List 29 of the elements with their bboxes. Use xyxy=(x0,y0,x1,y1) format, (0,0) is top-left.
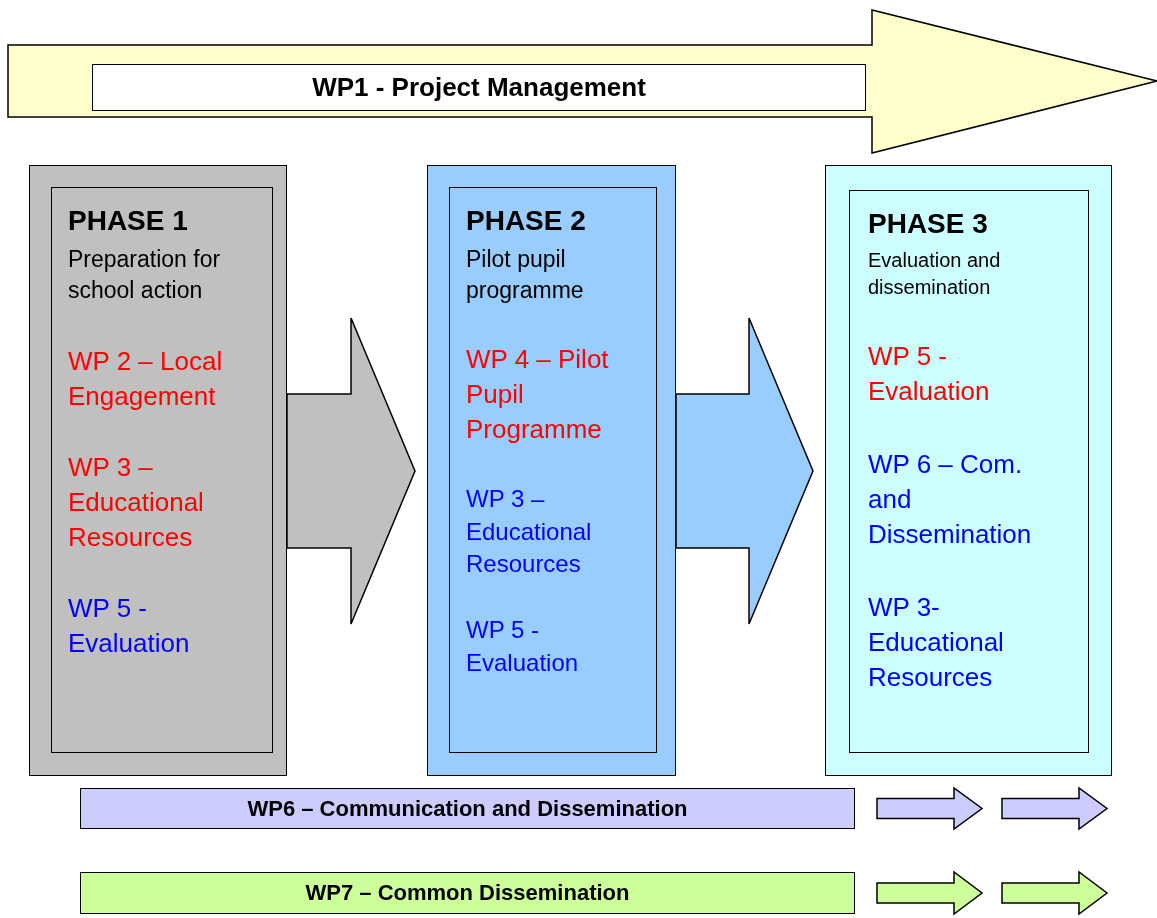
work-package-bar xyxy=(80,872,855,914)
phase-box xyxy=(51,187,273,753)
phase-subtitle: Evaluation and dissemination xyxy=(868,247,1002,300)
work-package-label: WP 5 - Evaluation xyxy=(466,615,580,678)
phase-heading: PHASE 1 xyxy=(68,204,189,238)
work-package-title: WP1 - Project Management xyxy=(312,72,646,103)
work-package-title: WP7 – Common Dissemination xyxy=(305,880,630,906)
work-package-label: WP 3- Educational Resources xyxy=(868,591,1005,695)
work-package-bar xyxy=(92,64,866,111)
phase-panel xyxy=(29,165,287,776)
phase-subtitle: Preparation for school action xyxy=(68,244,222,305)
work-package-label: WP 2 – Local Engagement xyxy=(68,344,224,413)
phase-subtitle: Pilot pupil programme xyxy=(466,244,585,305)
phase-heading: PHASE 2 xyxy=(466,204,587,238)
work-package-bar xyxy=(80,788,855,829)
block-arrow xyxy=(675,317,814,625)
phase-panel xyxy=(427,165,676,776)
block-arrow xyxy=(286,317,416,625)
work-package-title: WP6 – Communication and Dissemination xyxy=(247,795,688,822)
work-package-label: WP 3 – Educational Resources xyxy=(466,484,593,579)
work-package-label: WP 5 - Evaluation xyxy=(68,592,191,661)
work-package-label: WP 3 – Educational Resources xyxy=(68,451,205,555)
work-package-label: WP 4 – Pilot Pupil Programme xyxy=(466,342,610,447)
phase-box xyxy=(849,190,1089,753)
work-package-label: WP 5 - Evaluation xyxy=(868,339,991,408)
work-package-label: WP 6 – Com. and Dissemination xyxy=(868,448,1033,552)
phase-panel xyxy=(825,165,1112,776)
phase-heading: PHASE 3 xyxy=(868,207,989,241)
phase-box xyxy=(449,187,657,753)
